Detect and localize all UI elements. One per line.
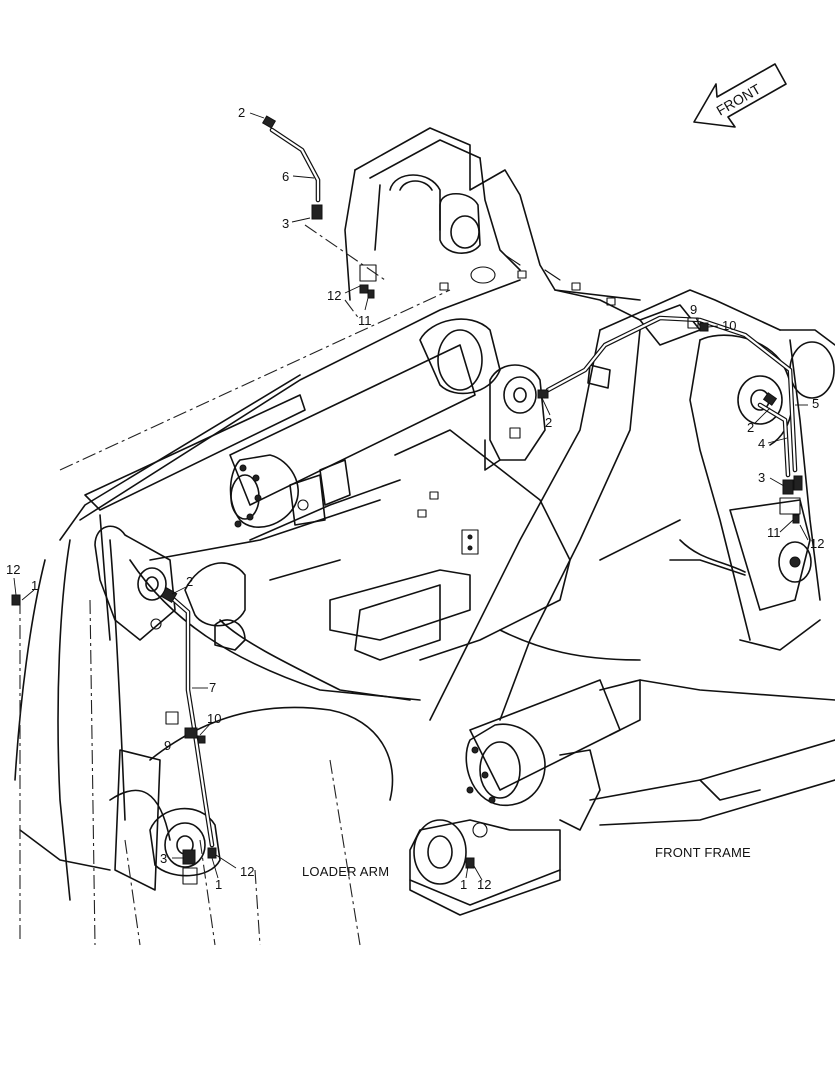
- callout-7: 7: [209, 680, 216, 695]
- callout-2-mid: 2: [545, 415, 552, 430]
- bucket-cylinder-lower: [409, 679, 835, 916]
- callout-12-center: 12: [477, 877, 491, 892]
- front-frame-label: FRONT FRAME: [655, 845, 751, 860]
- callout-10-right: 10: [722, 318, 736, 333]
- rear-frame-tower: [344, 127, 641, 321]
- callout-12-bottom: 12: [240, 864, 254, 879]
- boom-cylinder-upper: [84, 318, 501, 529]
- right-loader-arm: [429, 289, 835, 721]
- leader-lines: [13, 112, 809, 881]
- callout-3-right: 3: [758, 470, 765, 485]
- callout-1-left: 1: [31, 578, 38, 593]
- callout-2-top: 2: [238, 105, 245, 120]
- callout-4: 4: [758, 436, 765, 451]
- callout-1-center: 1: [460, 877, 467, 892]
- central-frame-body: [219, 429, 571, 701]
- front-direction-arrow: FRONT: [693, 63, 787, 128]
- upper-pivot-left: [94, 525, 246, 651]
- callout-9-right: 9: [690, 302, 697, 317]
- callout-12-right: 12: [810, 536, 824, 551]
- lower-pivot-left: [114, 749, 221, 891]
- callout-11-top: 11: [358, 313, 372, 328]
- callout-5: 5: [812, 396, 819, 411]
- fittings: [11, 115, 803, 869]
- grease-hoses: [169, 127, 798, 848]
- mid-pivot: [484, 364, 611, 471]
- callout-11-right: 11: [767, 525, 781, 540]
- callout-9-left: 9: [164, 738, 171, 753]
- loader-arm-label: LOADER ARM: [302, 864, 389, 879]
- callout-12-left: 12: [6, 562, 20, 577]
- callout-3-bottom: 3: [160, 851, 167, 866]
- left-loader-arm: [14, 279, 521, 901]
- callout-2-right: 2: [747, 420, 754, 435]
- callout-6: 6: [282, 169, 289, 184]
- callout-12-top: 12: [327, 288, 341, 303]
- callout-3-top: 3: [282, 216, 289, 231]
- front-arrow-label: FRONT: [714, 80, 764, 118]
- callout-2-left: 2: [186, 574, 193, 589]
- centerlines: [19, 224, 451, 946]
- callout-1-bottom: 1: [215, 877, 222, 892]
- callouts: 2 6 3 12 11 9 10 2 5 2 4 3 11 12 12 1 2 …: [6, 105, 824, 892]
- callout-10-left: 10: [207, 711, 221, 726]
